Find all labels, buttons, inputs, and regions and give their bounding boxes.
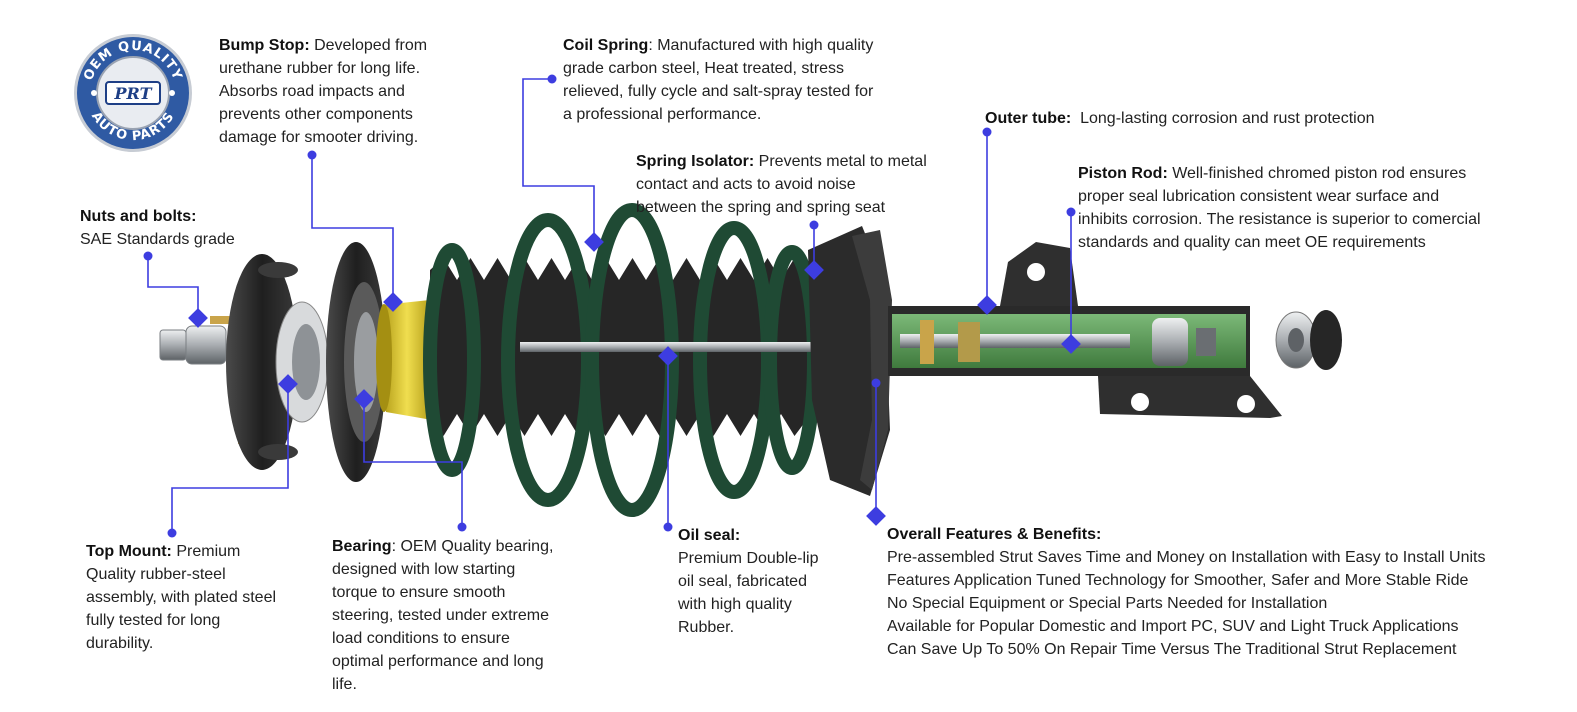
outer-tube-title: Outer tube: [985, 110, 1072, 127]
outer-tube-part [888, 242, 1282, 418]
top-mount-part [226, 254, 329, 470]
coil-spring-title: Coil Spring [563, 37, 649, 54]
logo-center-text: PRT [114, 84, 153, 103]
spring-isolator-title: Spring Isolator: [636, 153, 755, 170]
oil-seal-title: Oil seal: [678, 527, 741, 544]
callout-overall-features: Overall Features & Benefits: Pre-assembl… [887, 523, 1567, 661]
callout-bump-stop: Bump Stop: Developed from urethane rubbe… [219, 37, 428, 146]
callout-coil-spring: Coil Spring: Manufactured with high qual… [563, 37, 874, 123]
piston-rod-title: Piston Rod: [1078, 165, 1168, 182]
lower-nut-part [1275, 310, 1342, 370]
bump-stop-title: Bump Stop: [219, 37, 310, 54]
top-mount-title: Top Mount: [86, 543, 172, 560]
spring-seat-part [808, 226, 892, 496]
nuts-bolts-title: Nuts and bolts: [80, 208, 197, 225]
overall-features-title: Overall Features & Benefits: [887, 526, 1102, 543]
callout-top-mount: Top Mount: Premium Quality rubber-steel … [86, 543, 277, 652]
feature-line: Pre-assembled Strut Saves Time and Money… [887, 549, 1486, 566]
feature-line: Available for Popular Domestic and Impor… [887, 618, 1459, 635]
callout-piston-rod: Piston Rod: Well-finished chromed piston… [1078, 165, 1481, 251]
callout-oil-seal: Oil seal: Premium Double-lip oil seal, f… [678, 527, 819, 636]
callout-bearing: Bearing: OEM Quality bearing, designed w… [332, 538, 554, 693]
feature-line: Can Save Up To 50% On Repair Time Versus… [887, 641, 1457, 658]
bump-stop-part [376, 300, 432, 420]
callout-spring-isolator: Spring Isolator: Prevents metal to metal… [636, 153, 927, 216]
oem-quality-logo: OEM QUALITY AUTO PARTS PRT [74, 34, 192, 152]
feature-line: No Special Equipment or Special Parts Ne… [887, 595, 1328, 612]
callout-nuts-bolts: Nuts and bolts: SAE Standards grade [80, 208, 235, 248]
callout-outer-tube: Outer tube: Long-lasting corrosion and r… [985, 110, 1375, 127]
bearing-title: Bearing [332, 538, 392, 555]
feature-line: Features Application Tuned Technology fo… [887, 572, 1469, 589]
